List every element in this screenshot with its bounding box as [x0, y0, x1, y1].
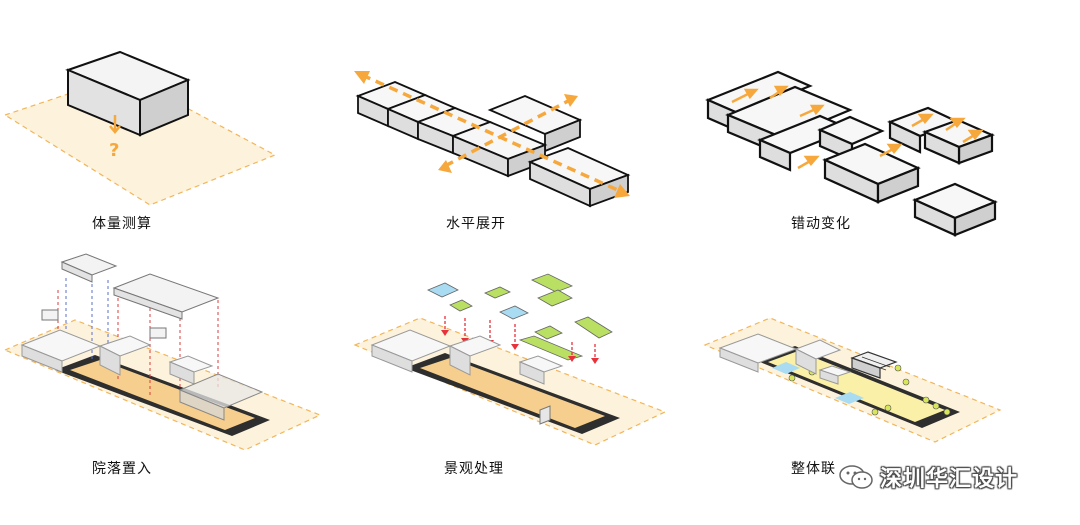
- wall-fragment: [539, 405, 551, 425]
- building-west: [20, 329, 152, 376]
- question-mark: ?: [109, 140, 119, 161]
- caption-landscape-treatment: 景观处理: [444, 461, 504, 477]
- expansion-arrowhead-down: [438, 160, 452, 173]
- watermark: 深圳华汇设计: [838, 462, 1018, 492]
- water-feature-b: [835, 392, 864, 404]
- expansion-arrowhead-right: [614, 184, 630, 198]
- building-west: [370, 329, 502, 376]
- pavilion: [818, 365, 852, 385]
- caption-courtyard-insertion: 院落置入: [92, 461, 152, 477]
- block-4: [487, 95, 583, 153]
- floating-courtyard-c: [41, 309, 167, 339]
- down-arrow-head: [109, 125, 121, 134]
- caption-horizontal-expansion: 水平展开: [446, 216, 506, 232]
- roof-structure: [850, 351, 898, 379]
- floating-courtyard-b: [112, 273, 220, 320]
- stagger-arrows: [731, 85, 984, 170]
- diagram-courtyard-insertion: [0, 250, 322, 460]
- landscape-elements: [427, 273, 613, 361]
- diagram-horizontal-expansion: [350, 40, 650, 250]
- wechat-icon: [839, 465, 873, 489]
- stagger-block-8: [922, 118, 995, 165]
- glass-pavilion: [178, 373, 264, 421]
- building-center: [168, 355, 214, 385]
- building-center: [518, 355, 564, 385]
- expansion-arrow-cross: [444, 98, 571, 168]
- courtyard-floor: [420, 358, 605, 428]
- floating-courtyard-a: [60, 253, 118, 283]
- volume-block-right: [139, 78, 189, 137]
- stagger-block-5: [822, 142, 921, 204]
- expansion-arrowhead-left: [354, 71, 370, 84]
- diagram-overall-connection: [700, 250, 1002, 460]
- building-west: [718, 333, 842, 375]
- expansion-arrowhead-up: [564, 94, 578, 107]
- caption-staggered-variation: 错动变化: [791, 216, 851, 232]
- caption-volume-estimation: 体量测算: [92, 216, 152, 232]
- diagram-volume-estimation: ?: [0, 40, 300, 250]
- water-feature-a: [772, 362, 800, 374]
- block-5: [450, 121, 548, 178]
- expansion-arrow-long: [361, 73, 623, 194]
- block-6: [527, 147, 631, 208]
- diagram-staggered-variation: [700, 40, 1000, 250]
- diagram-landscape-treatment: [350, 250, 667, 460]
- stagger-block-6: [912, 182, 998, 237]
- watermark-text: 深圳华汇设计: [880, 467, 1019, 492]
- caption-overall-connection: 整体联: [791, 461, 836, 477]
